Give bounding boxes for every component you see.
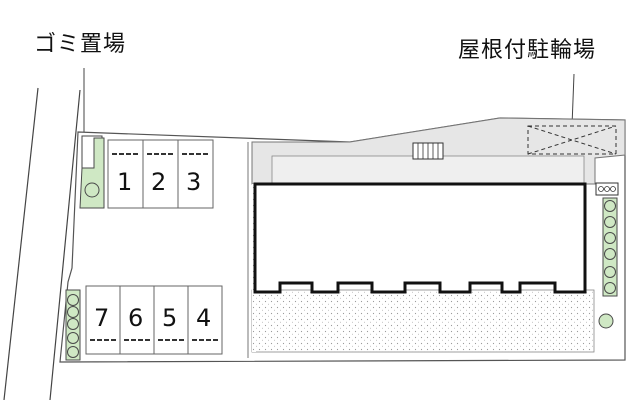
shrub-icon [67,332,79,344]
bicycle-parking-label: 屋根付駐輪場 [458,38,597,63]
road-edge-left [3,87,39,400]
parking-number: 4 [196,304,211,332]
building-outline [253,182,587,294]
parking-space [85,285,121,355]
gravel-yard [251,289,595,353]
shrub-icon [84,182,100,198]
shrubs-top-left [79,137,105,209]
shrub-icon [604,216,616,228]
shrub-icon [604,248,616,260]
shrubs-right [598,197,618,329]
parking-space [153,285,189,355]
shrub-icon [604,266,616,278]
parking-number: 5 [162,304,177,332]
shrub-icon [67,318,79,330]
bicycle-pointer-line [571,73,575,127]
shrub-icon [67,294,79,306]
entrance-strip [271,155,585,185]
parking-space [177,139,214,209]
parking-space [142,139,179,209]
parking-number: 6 [128,304,143,332]
parking-number: 2 [151,168,166,196]
shrub-icon [604,282,616,294]
stairs-icon [412,142,444,160]
shrubs-bottom-left [65,289,81,361]
parking-row-bottom: 7 6 5 4 [85,285,223,355]
bicycle-parking-area [527,125,617,155]
parking-space [119,285,155,355]
parking-number: 1 [117,168,132,196]
meter-boxes-icon [595,182,619,196]
parking-row-top: 1 2 3 [107,139,214,209]
parking-number: 3 [186,168,201,196]
shrub-icon [67,346,79,358]
garbage-area-label: ゴミ置場 [34,32,127,57]
shrub-icon [67,306,79,318]
shrub-icon [604,232,616,244]
parking-space [187,285,223,355]
shrub-icon [598,313,614,329]
parking-number: 7 [94,304,109,332]
shrub-icon [604,200,616,212]
road-edge-right [49,89,81,400]
